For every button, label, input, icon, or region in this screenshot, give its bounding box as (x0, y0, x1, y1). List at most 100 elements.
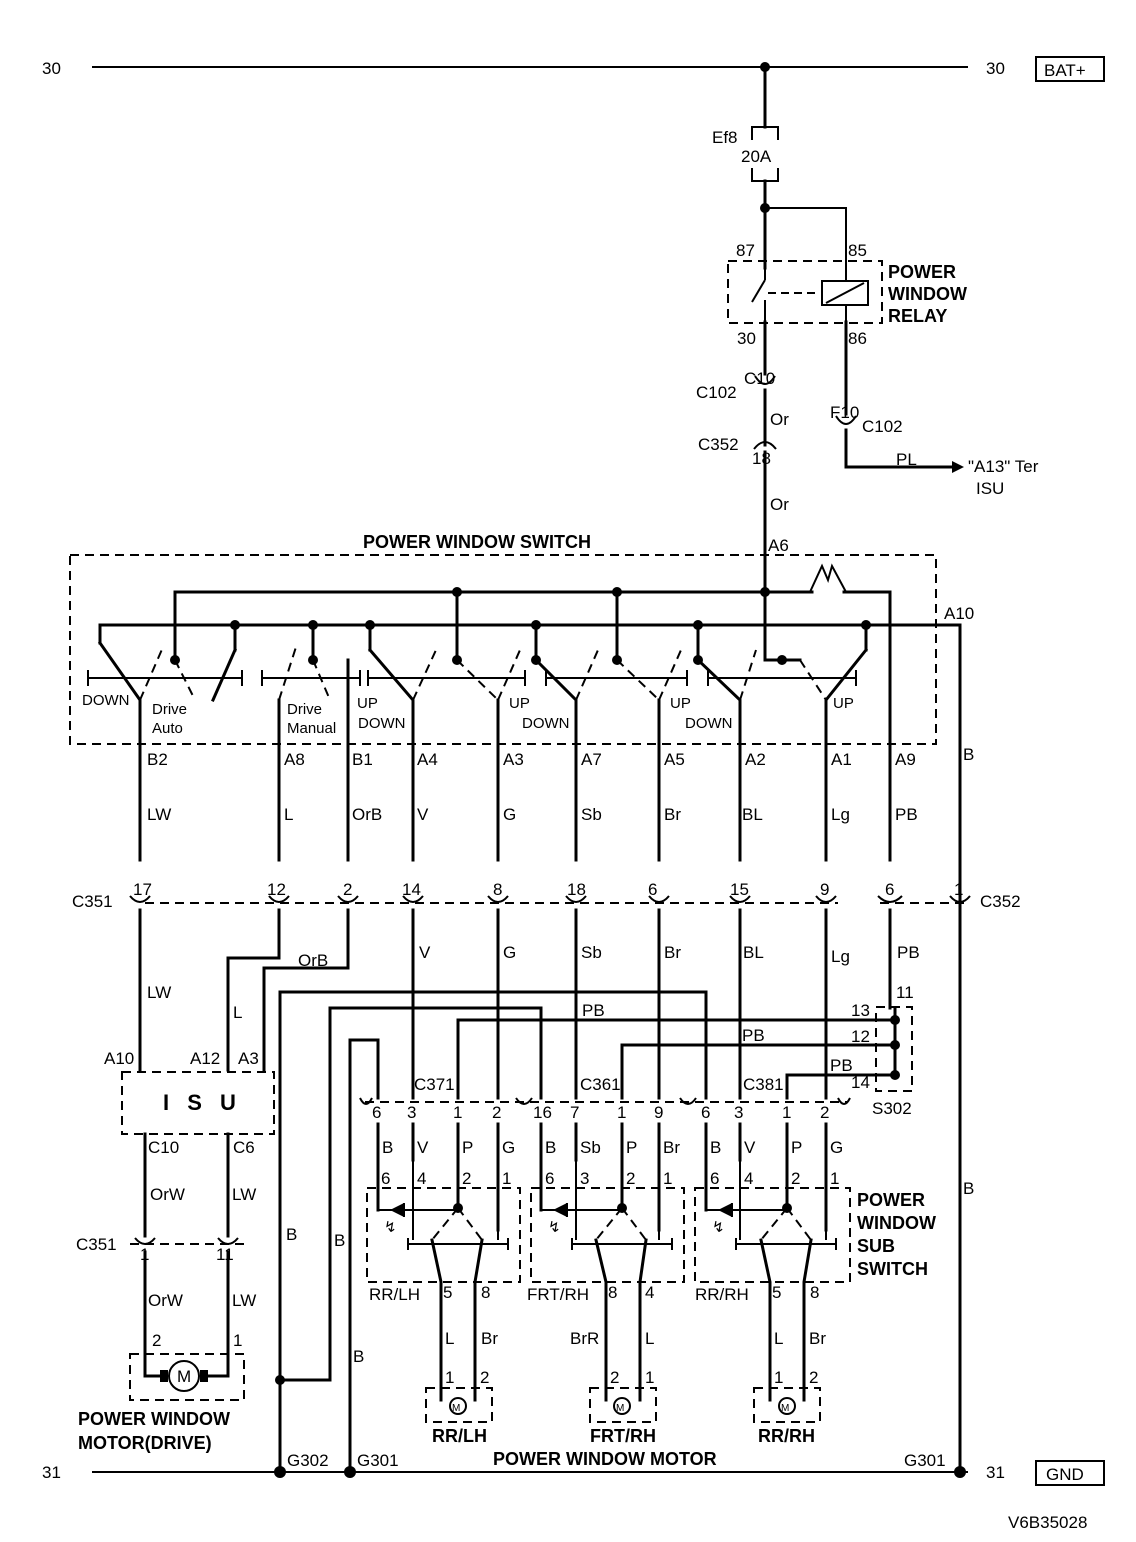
c351-pin: 6 (648, 880, 657, 899)
relay-pin-87: 87 (736, 241, 755, 260)
connector-c381: C381 (743, 1075, 784, 1094)
c381-pin: 6 (701, 1103, 710, 1122)
switch-pin: A7 (581, 750, 602, 769)
power-window-relay: 87 85 30 86 POWER WINDOW RELAY (727, 241, 967, 348)
connector-c352-b: C352 (980, 892, 1021, 911)
c371-in-pin: 1 (502, 1169, 511, 1188)
wire-color: BL (742, 805, 763, 824)
c371-in-pin: 6 (381, 1169, 390, 1188)
switch-pin-a6: A6 (768, 536, 789, 555)
motor-icon: M (452, 1403, 460, 1414)
label-up-3: UP (670, 695, 691, 712)
wire-color-bl: BL (743, 943, 764, 962)
switch-pin: A2 (745, 750, 766, 769)
frtrh-out-color: BrR (570, 1329, 599, 1348)
connector-c102-a: C102 (696, 383, 737, 402)
rrrh-out-color: Br (809, 1329, 826, 1348)
lamp-icon: ↯ (712, 1219, 725, 1236)
ref-a13-ter: "A13" Ter (968, 457, 1039, 476)
sub-switch-rr-lh: ↯ RR/LH 5 8 L Br 1 2 M RR/LH (366, 1160, 521, 1446)
switch-pin-a10: A10 (944, 604, 974, 623)
wire-color: OrB (352, 805, 382, 824)
switch-pin: A1 (831, 750, 852, 769)
relay-output-wiring: C10 C102 Or C352 18 Or F10 C102 PL "A13"… (696, 320, 1039, 594)
sub-switch-frt-rh: ↯ FRT/RH 8 4 BrR L 2 1 M FRT/RH (527, 1160, 685, 1446)
wire-color-lw-isu: LW (232, 1185, 256, 1204)
c351b-pin-11: 11 (216, 1245, 234, 1264)
switch-pin: B2 (147, 750, 168, 769)
c352-pin: 6 (885, 880, 894, 899)
s302-pin: 14 (851, 1073, 870, 1092)
c361-pin: 9 (654, 1103, 663, 1122)
rrrh-out-pin: 5 (772, 1283, 781, 1302)
wire-color-lg: Lg (831, 947, 850, 966)
rrlh-motor-pin: 1 (445, 1368, 454, 1387)
rrrh-motor-pin: 1 (774, 1368, 783, 1387)
wire-color-orw-2: OrW (148, 1291, 183, 1310)
s302-pin: 11 (896, 983, 914, 1002)
c361-color: B (545, 1138, 556, 1157)
c361-color: Sb (580, 1138, 601, 1157)
rrlh-out-color: L (445, 1329, 454, 1348)
rail-label-30-left: 30 (42, 59, 61, 78)
c361-pin: 1 (617, 1103, 626, 1122)
c361-pin: 16 (533, 1103, 552, 1122)
wire-color: PB (895, 805, 918, 824)
c381-color: V (744, 1138, 756, 1157)
motor-pin-1: 1 (233, 1331, 242, 1350)
c381-color: G (830, 1138, 843, 1157)
c351-pin: 15 (730, 880, 749, 899)
c371-color: P (462, 1138, 473, 1157)
c351-pin: 17 (133, 880, 152, 899)
rrlh-motor-pin: 2 (480, 1368, 489, 1387)
frtrh-motor-pin: 2 (610, 1368, 619, 1387)
switch-pin: A5 (664, 750, 685, 769)
sub-switch-connectors: C371 C361 C381 6 3 1 2 16 7 1 9 6 3 1 2 … (359, 1075, 851, 1232)
label-drive-manual-2: Manual (287, 720, 336, 737)
bat-plus-label: BAT+ (1044, 61, 1086, 80)
isu-module: I S U A10 A12 A3 C10 C6 OrW LW C351 1 11… (76, 1049, 275, 1378)
c381-pin: 1 (782, 1103, 791, 1122)
motor-icon: M (781, 1403, 789, 1414)
frtrh-out-color: L (645, 1329, 654, 1348)
wire-color-pb-3: PB (830, 1056, 853, 1075)
label-down: DOWN (82, 692, 130, 709)
c361-in-pin: 3 (580, 1169, 589, 1188)
rail-label-30-right: 30 (986, 59, 1005, 78)
rrrh-out-pin: 8 (810, 1283, 819, 1302)
diagram-code: V6B35028 (1008, 1513, 1087, 1532)
label-drive-manual-1: Drive (287, 701, 322, 718)
rail-label-31-right: 31 (986, 1463, 1005, 1482)
isu-pin-c6: C6 (233, 1138, 255, 1157)
c371-color: G (502, 1138, 515, 1157)
relay-pin-86: 86 (848, 329, 867, 348)
motor-icon: M (177, 1367, 191, 1386)
relay-pin-30: 30 (737, 329, 756, 348)
frtrh-motor-caption: FRT/RH (590, 1426, 656, 1446)
c361-pin: 7 (570, 1103, 579, 1122)
ref-isu: ISU (976, 479, 1004, 498)
drive-motor-caption-1: POWER WINDOW (78, 1409, 230, 1429)
c371-color: V (417, 1138, 429, 1157)
sub-switch-rr-rh: ↯ RR/RH 5 8 L Br 1 2 M RR/RH (694, 1160, 851, 1446)
wire-color-l: L (233, 1003, 242, 1022)
c381-color: B (710, 1138, 721, 1157)
wire-color: V (417, 805, 429, 824)
label-drive-auto-2: Auto (152, 720, 183, 737)
rrrh-motor-pin: 2 (809, 1368, 818, 1387)
wire-color-pb-2: PB (742, 1026, 765, 1045)
wire-color-b-1: B (286, 1225, 297, 1244)
fuse-rating: 20A (741, 147, 772, 166)
relay-title-1: POWER (888, 262, 956, 282)
connector-s302: S302 (872, 1099, 912, 1118)
relay-title-3: RELAY (888, 306, 947, 326)
wire-color-or-1: Or (770, 410, 789, 429)
c371-in-pin: 2 (462, 1169, 471, 1188)
wire-color-sb: Sb (581, 943, 602, 962)
c351-pin: 2 (343, 880, 352, 899)
wire-color-br: Br (664, 943, 681, 962)
sub-title-3: SUB (857, 1236, 895, 1256)
s302-pin: 12 (851, 1027, 870, 1046)
switch-title: POWER WINDOW SWITCH (363, 532, 591, 552)
